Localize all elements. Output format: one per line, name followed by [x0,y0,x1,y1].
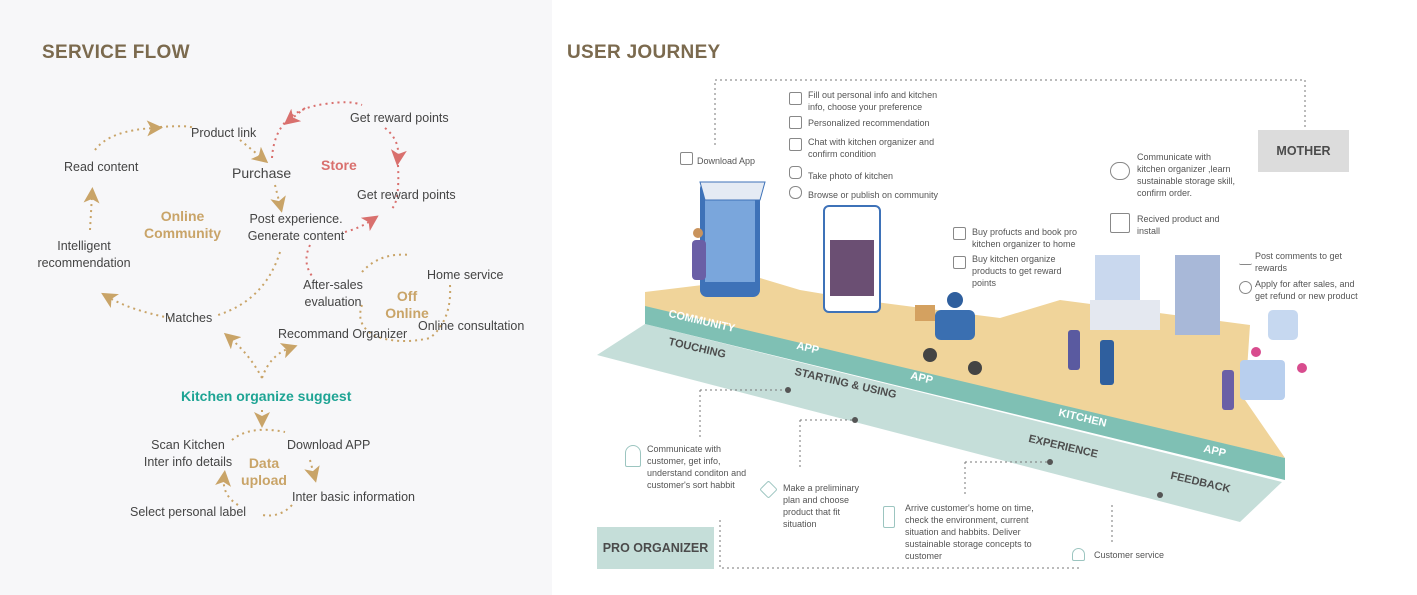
phone-kitchen-illustration [823,205,881,313]
node-get-reward-points-1: Get reward points [350,111,449,125]
cart-icon [953,227,966,240]
step-take-photo: Take photo of kitchen [808,171,894,181]
node-intelligent-recommendation: Intelligent recommendation [37,239,131,270]
conversation-icon [1110,162,1130,180]
node-purchase: Purchase [232,165,292,181]
flow-arrow [304,459,320,483]
delivery-scooter-illustration [915,292,982,375]
role-pro-organizer: PRO ORGANIZER [597,527,714,569]
step-buy-reward: Buy kitchen organize products to get rew… [972,254,1062,288]
label-data-upload: Data upload [241,455,287,488]
label-store: Store [321,157,357,173]
flow-arrow [359,253,452,342]
step-communicate-customer: Communicate with customer, get info, und… [647,444,747,490]
flow-arrow [223,332,263,379]
headset-icon [1072,548,1085,561]
node-home-service: Home service [427,268,504,282]
step-arrive-home: Arrive customer's home on time, check th… [905,503,1034,561]
node-product-link: Product link [191,126,257,140]
step-received-product: Recived product and install [1137,214,1220,236]
flow-arrow [101,292,171,319]
step-post-comments: Post comments to get rewards [1255,251,1343,273]
person-icon [625,445,641,467]
step-personalized-recommendation: Personalized recommendation [808,118,930,128]
step-buy-products-book: Buy profucts and book pro kitchen organi… [972,227,1078,249]
node-online-consultation: Online consultation [418,319,525,333]
node-matches: Matches [165,311,213,325]
node-download-app: Download APP [287,438,371,452]
node-recommand-organizer: Recommand Organizer [278,327,408,341]
step-download-app: Download App [697,156,756,166]
pen-icon [1239,252,1252,265]
service-flow-title: SERVICE FLOW [42,42,190,63]
label-online-community: Online Community [144,208,221,241]
store-arrow [389,164,400,211]
store-phone-illustration [699,181,766,297]
store-arrow [384,127,407,166]
community-icon [789,186,802,199]
feedback-bubbles-illustration [1240,310,1307,400]
step-communicate-organizer: Communicate with kitchen organizer ,lear… [1137,152,1236,198]
user-journey-title: USER JOURNEY [567,42,721,63]
label-kitchen-organize-suggest: Kitchen organize suggest [181,388,352,404]
role-mother: MOTHER [1258,130,1349,172]
step-preliminary-plan: Make a preliminary plan and choose produ… [783,483,860,529]
node-get-reward-points-2: Get reward points [357,188,456,202]
step-browse-community: Browse or publish on community [808,190,939,200]
service-flow-panel: SERVICE FLOW [0,0,552,595]
node-scan-kitchen: Scan Kitchen Inter info details [143,438,233,469]
step-customer-service: Customer service [1094,550,1165,560]
node-post-experience: Post experience. Generate content [247,212,345,243]
label-off-online: Off Online [385,288,429,321]
top-band [645,306,1285,480]
phone-download-icon [680,152,693,165]
people-illustration [1068,330,1234,410]
woman-illustration [692,228,706,280]
node-select-personal-label: Select personal label [130,505,247,519]
camera-icon [789,166,802,179]
door-icon [883,506,895,528]
lower-band [597,324,1282,522]
step-chat-organizer: Chat with kitchen organizer and confirm … [808,137,935,159]
node-inter-basic-information: Inter basic information [292,490,415,504]
service-flow-arrows [83,101,452,517]
form-icon [789,92,802,105]
step-after-sales: Apply for after sales, and get refund or… [1255,279,1358,301]
step-fill-out-info: Fill out personal info and kitchen info,… [808,90,938,112]
flow-arrow [231,428,286,441]
node-after-sales-evaluation: After-sales evaluation [303,278,363,309]
box-icon [953,256,966,269]
chat-icon [789,138,802,151]
refund-icon [1239,281,1252,294]
package-open-icon [1110,213,1130,233]
flow-arrow [261,504,293,517]
document-icon [789,116,802,129]
kitchen-illustration [1090,255,1220,335]
node-read-content: Read content [64,160,139,174]
